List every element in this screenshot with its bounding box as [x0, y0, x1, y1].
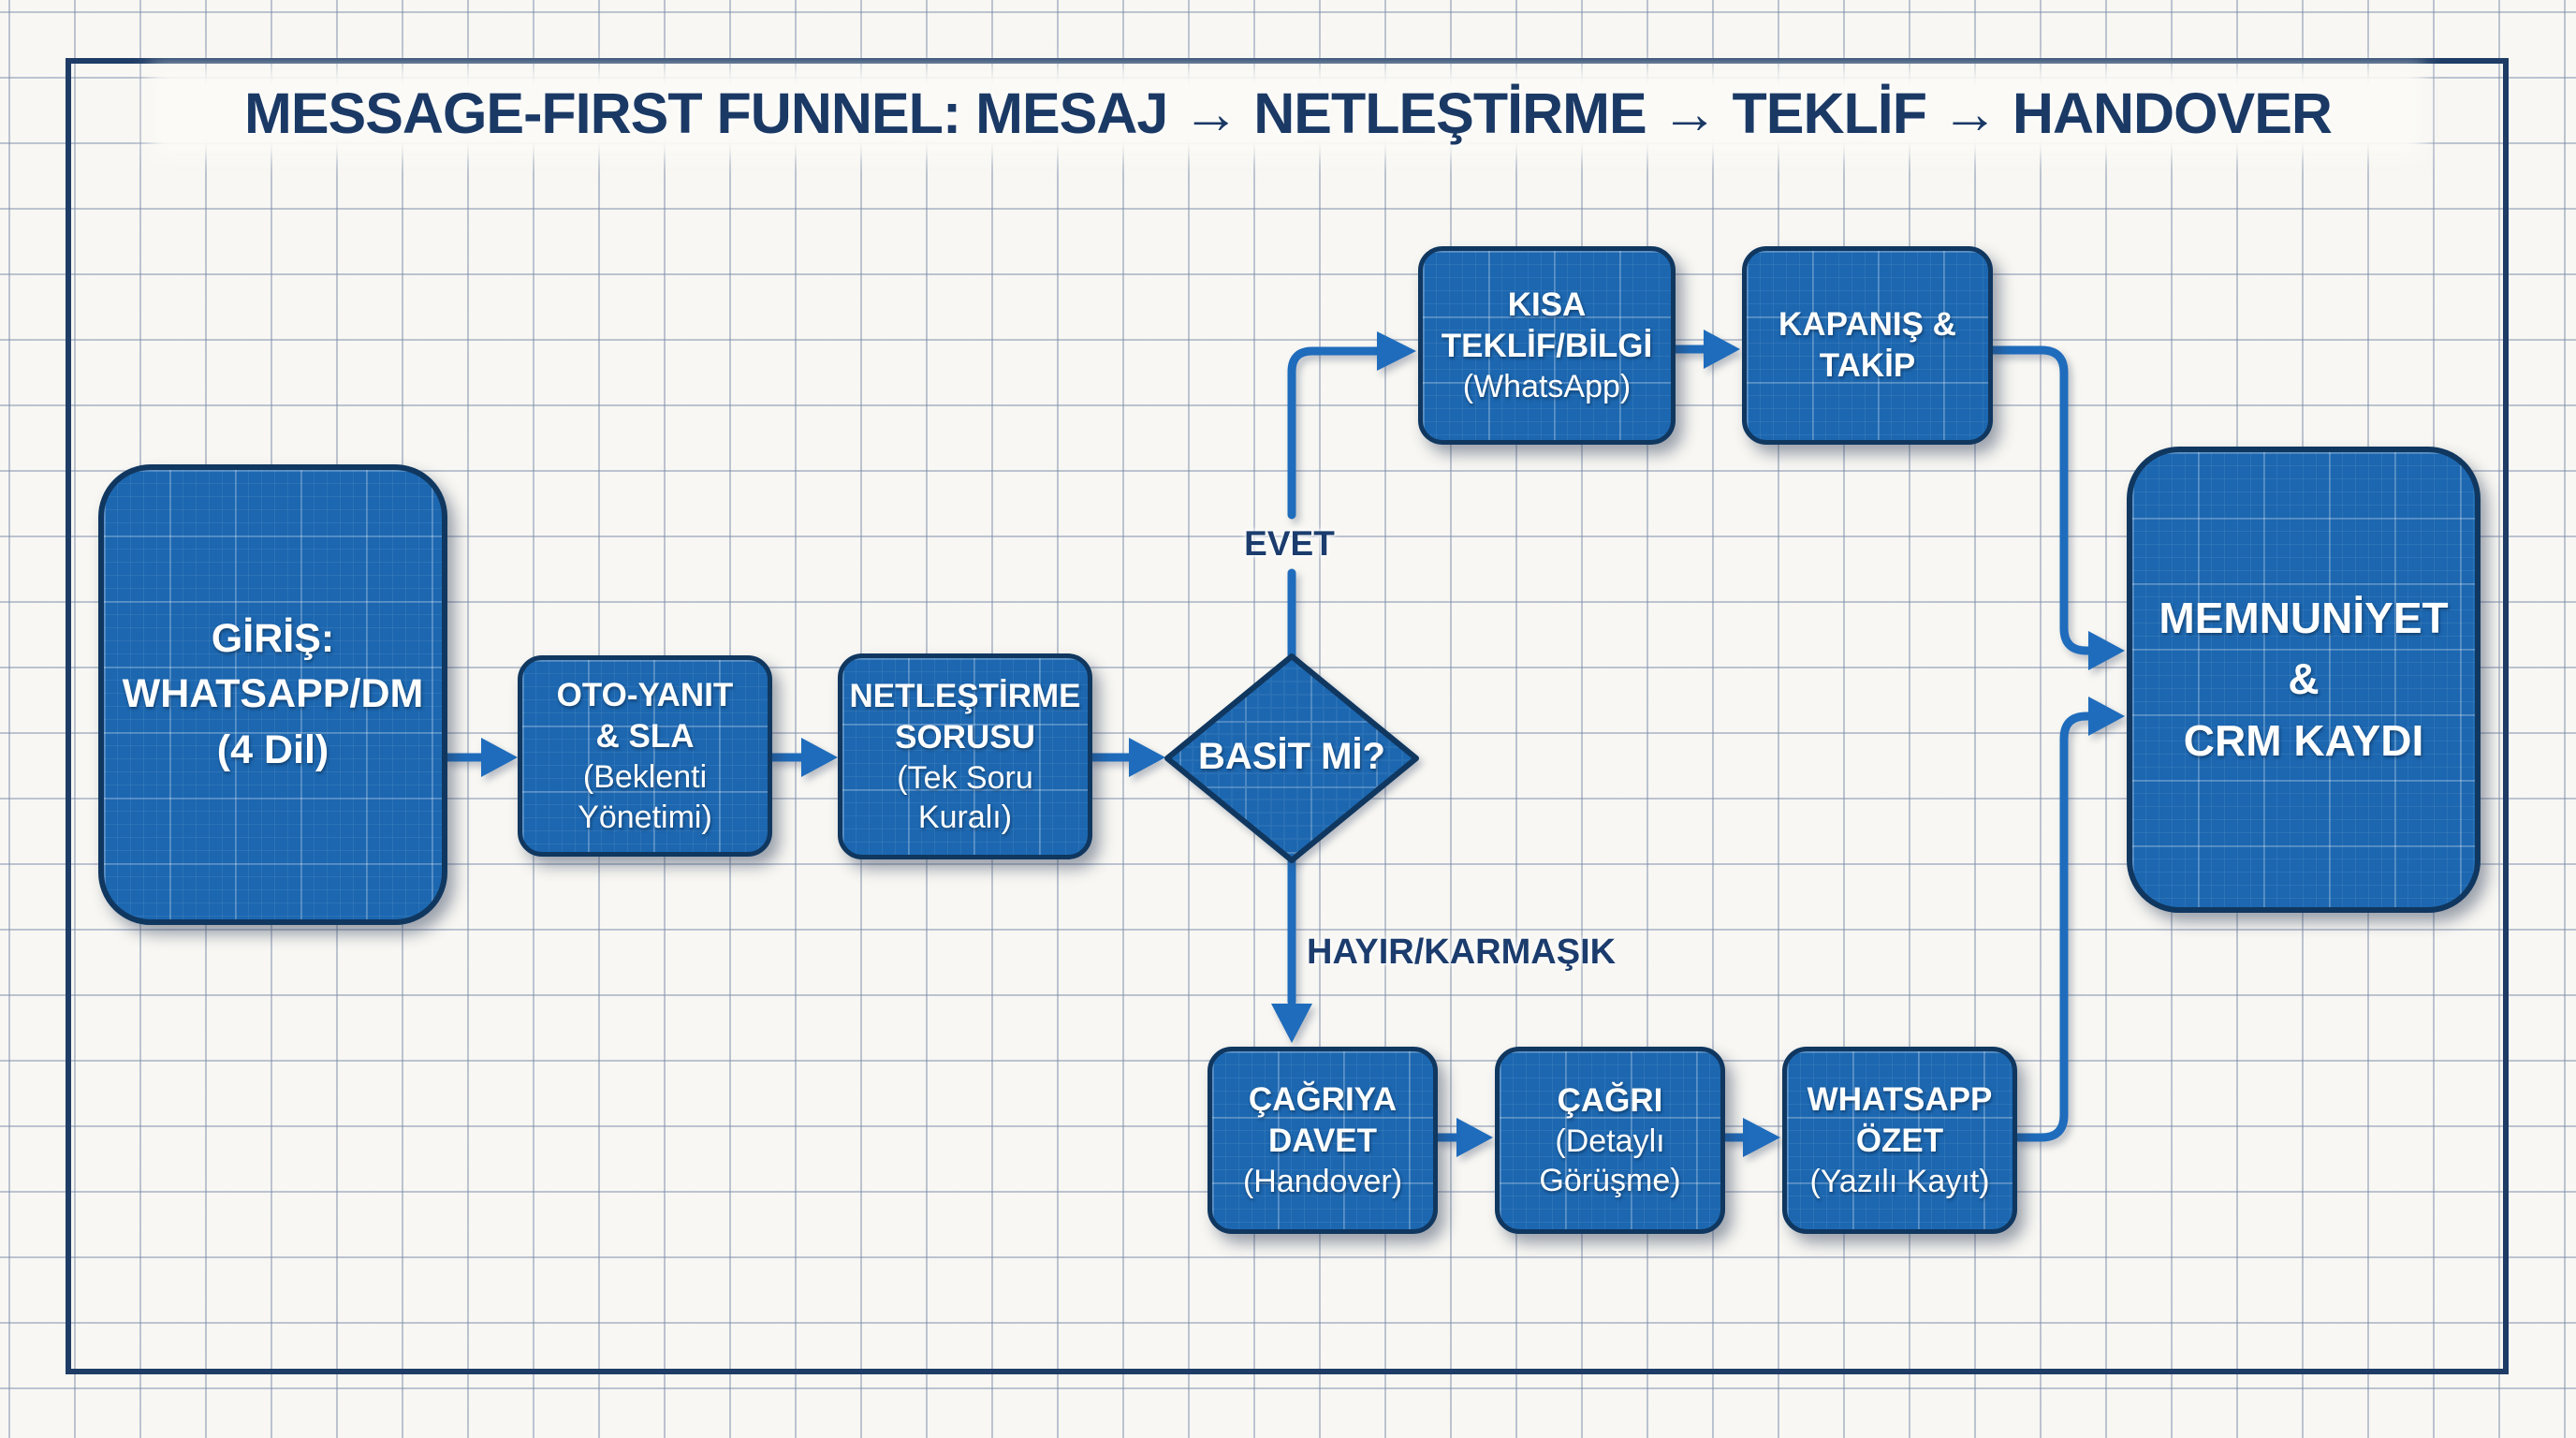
node-net-line1: NETLEŞTİRME [849, 677, 1081, 714]
edge-kapanis-to-memnuniyet [1988, 345, 2093, 655]
arrowhead-cagriya-cagri [1456, 1118, 1493, 1157]
edge-ozet-to-memnuniyet [2012, 712, 2093, 1142]
node-oto-yanit-sla: OTO-YANIT & SLA (Beklenti Yönetimi) [518, 655, 772, 857]
arrowhead-net-basit [1129, 738, 1165, 777]
node-ozet-line2: ÖZET [1855, 1122, 1944, 1159]
arrowhead-ozet-memnuniyet [2088, 697, 2125, 736]
node-memnuniyet-line2: & [2288, 654, 2320, 704]
node-giris-line2: WHATSAPP/DM [122, 671, 424, 717]
title-background-band [150, 67, 2424, 157]
edge-basit-evet-segment-upper [1287, 346, 1382, 520]
edge-label-evet: EVET [1244, 524, 1335, 563]
node-kapanis-line1: KAPANIŞ & [1778, 305, 1956, 343]
edge-label-hayir-karmasik: HAYIR/KARMAŞIK [1307, 932, 1617, 972]
node-kisa-line1: KISA [1507, 286, 1587, 323]
node-cagri-line1: ÇAĞRI [1557, 1081, 1663, 1119]
arrowhead-hayir-cagriya [1271, 1004, 1312, 1043]
arrowhead-evet-kisa [1377, 331, 1416, 371]
node-giris: GİRİŞ: WHATSAPP/DM (4 Dil) [98, 464, 447, 925]
diagram-title: MESSAGE-FIRST FUNNEL: MESAJ → NETLEŞTİRM… [244, 81, 2333, 145]
node-memnuniyet-line3: CRM KAYDI [2183, 715, 2424, 765]
node-oto-line1: OTO-YANIT [556, 677, 734, 714]
node-net-sub1: (Tek Soru [897, 759, 1033, 796]
arrowhead-kapanis-memnuniyet [2088, 631, 2125, 670]
node-cagri-sub2: Görüşme) [1539, 1163, 1681, 1199]
node-kisa-line2: TEKLİF/BİLGİ [1441, 327, 1653, 364]
arrowhead-cagri-ozet [1743, 1118, 1780, 1157]
node-netlestirme-sorusu: NETLEŞTİRME SORUSU (Tek Soru Kuralı) [838, 653, 1092, 859]
node-net-line2: SORUSU [895, 718, 1035, 756]
node-giris-line3: (4 Dil) [216, 726, 329, 772]
node-oto-line2: & SLA [595, 718, 695, 756]
node-cagri-sub1: (Detaylı [1555, 1123, 1665, 1159]
node-cagriya-sub1: (Handover) [1242, 1164, 1403, 1200]
arrowhead-oto-net [801, 738, 838, 777]
node-kapanis-line2: TAKİP [1819, 347, 1916, 384]
node-ozet-line1: WHATSAPP [1807, 1080, 1993, 1118]
node-memnuniyet-crm: MEMNUNİYET & CRM KAYDI [2127, 447, 2481, 913]
node-cagriya-davet: ÇAĞRIYA DAVET (Handover) [1208, 1047, 1438, 1234]
node-giris-line1: GİRİŞ: [211, 616, 335, 661]
node-kisa-teklif-bilgi: KISA TEKLİF/BİLGİ (WhatsApp) [1418, 246, 1676, 445]
node-ozet-sub1: (Yazılı Kayıt) [1809, 1164, 1990, 1200]
node-whatsapp-ozet: WHATSAPP ÖZET (Yazılı Kayıt) [1782, 1047, 2017, 1234]
node-cagri: ÇAĞRI (Detaylı Görüşme) [1495, 1047, 1725, 1234]
node-kapanis-takip: KAPANIŞ & TAKİP [1742, 246, 1993, 445]
node-kisa-sub1: (WhatsApp) [1462, 369, 1632, 405]
node-cagriya-line2: DAVET [1267, 1122, 1378, 1159]
node-oto-sub2: Yönetimi) [578, 799, 712, 835]
decision-diamond-basit-mi [1164, 653, 1419, 863]
node-cagriya-line1: ÇAĞRIYA [1248, 1080, 1398, 1118]
node-oto-sub1: (Beklenti [582, 759, 708, 796]
arrowhead-giris-oto [481, 738, 518, 777]
node-basit-mi-label: BASİT Mİ? [1198, 736, 1385, 777]
node-net-sub2: Kuralı) [917, 800, 1013, 836]
arrowhead-kisa-kapanis [1704, 330, 1740, 369]
node-memnuniyet-line1: MEMNUNİYET [2159, 594, 2449, 643]
